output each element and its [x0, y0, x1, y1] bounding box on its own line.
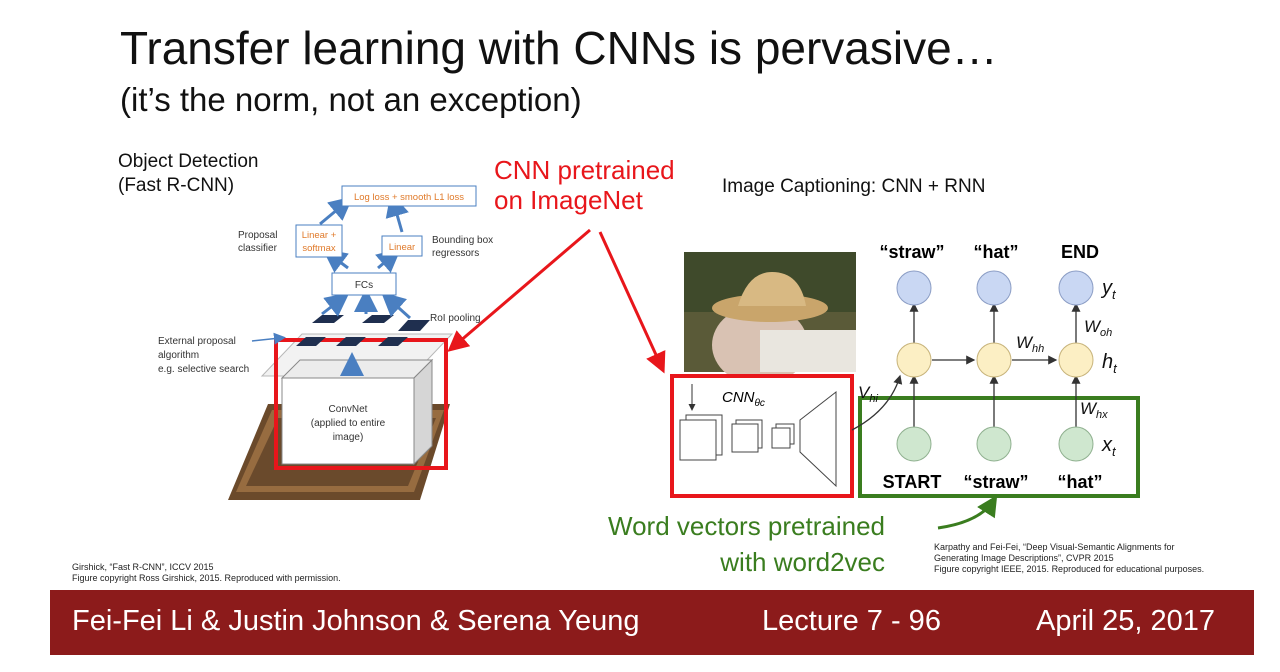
fcs-label: FCs: [355, 280, 373, 291]
output-word-1: “straw”: [879, 242, 944, 262]
roi-pooling-label: RoI pooling: [430, 313, 481, 324]
roi-square: [398, 320, 430, 331]
cnn-arrow-right: [600, 232, 662, 368]
hidden-node: [897, 343, 931, 377]
linear-softmax-line1: Linear +: [302, 230, 337, 241]
input-node: [977, 427, 1011, 461]
linear-label: Linear: [389, 242, 415, 253]
citation-left-line2: Figure copyright Ross Girshick, 2015. Re…: [72, 573, 341, 584]
proposal-classifier-line2: classifier: [238, 243, 278, 254]
external-proposal-line1: External proposal: [158, 336, 236, 347]
footer-authors: Fei-Fei Li & Justin Johnson & Serena Yeu…: [72, 604, 639, 638]
footer-lecture: Lecture 7 - 96: [762, 604, 941, 638]
output-node: [897, 271, 931, 305]
output-node: [1059, 271, 1093, 305]
input-word-1: START: [883, 472, 942, 492]
footer-bar: Fei-Fei Li & Justin Johnson & Serena Yeu…: [50, 590, 1254, 655]
input-node: [897, 427, 931, 461]
loss-label: Log loss + smooth L1 loss: [354, 192, 464, 203]
citation-right-line2: Generating Image Descriptions”, CVPR 201…: [934, 553, 1249, 564]
hidden-node: [1059, 343, 1093, 377]
linear-softmax-line2: softmax: [302, 243, 336, 254]
hidden-node: [977, 343, 1011, 377]
output-node: [977, 271, 1011, 305]
word-vectors-line1: Word vectors pretrained: [560, 508, 885, 544]
w-oh-label: Woh: [1084, 317, 1112, 339]
roi-square: [362, 315, 394, 323]
input-node: [1059, 427, 1093, 461]
bbox-regressors-line1: Bounding box: [432, 235, 493, 246]
w-hx-label: Whx: [1080, 399, 1108, 421]
footer-date: April 25, 2017: [1036, 604, 1215, 638]
fast-rcnn-figure: ConvNet (applied to entire image) FCs Li…: [158, 186, 493, 500]
convnet-label-line3: image): [333, 432, 364, 443]
output-word-2: “hat”: [974, 242, 1019, 262]
bbox-regressors-line2: regressors: [432, 248, 479, 259]
h-t-label: ht: [1102, 351, 1118, 376]
external-proposal-line3: e.g. selective search: [158, 364, 249, 375]
convnet-label-line1: ConvNet: [329, 404, 368, 415]
diagram-canvas: ConvNet (applied to entire image) FCs Li…: [0, 0, 1280, 590]
input-photo: [684, 252, 856, 385]
proposal-classifier-line1: Proposal: [238, 230, 277, 241]
word-vectors-arrow: [938, 500, 994, 528]
citation-left: Girshick, “Fast R-CNN”, ICCV 2015 Figure…: [72, 562, 341, 584]
citation-right: Karpathy and Fei-Fei, “Deep Visual-Seman…: [934, 542, 1249, 575]
input-word-3: “hat”: [1058, 472, 1103, 492]
y-t-label: yt: [1100, 277, 1117, 302]
captioning-figure: CNNθc “straw” “hat” END: [672, 242, 1138, 496]
roi-square: [312, 315, 344, 323]
citation-left-line1: Girshick, “Fast R-CNN”, ICCV 2015: [72, 562, 341, 573]
citation-right-line1: Karpathy and Fei-Fei, “Deep Visual-Seman…: [934, 542, 1249, 553]
input-word-2: “straw”: [963, 472, 1028, 492]
x-t-label: xt: [1101, 434, 1117, 459]
citation-right-line3: Figure copyright IEEE, 2015. Reproduced …: [934, 564, 1249, 575]
w-hh-label: Whh: [1016, 333, 1044, 355]
word-vectors-note: Word vectors pretrained with word2vec: [560, 508, 885, 580]
convnet-label-line2: (applied to entire: [311, 418, 386, 429]
external-proposal-line2: algorithm: [158, 350, 199, 361]
word-vectors-line2: with word2vec: [560, 544, 885, 580]
v-hi-label: Vhi: [858, 383, 878, 405]
output-word-3: END: [1061, 242, 1099, 262]
